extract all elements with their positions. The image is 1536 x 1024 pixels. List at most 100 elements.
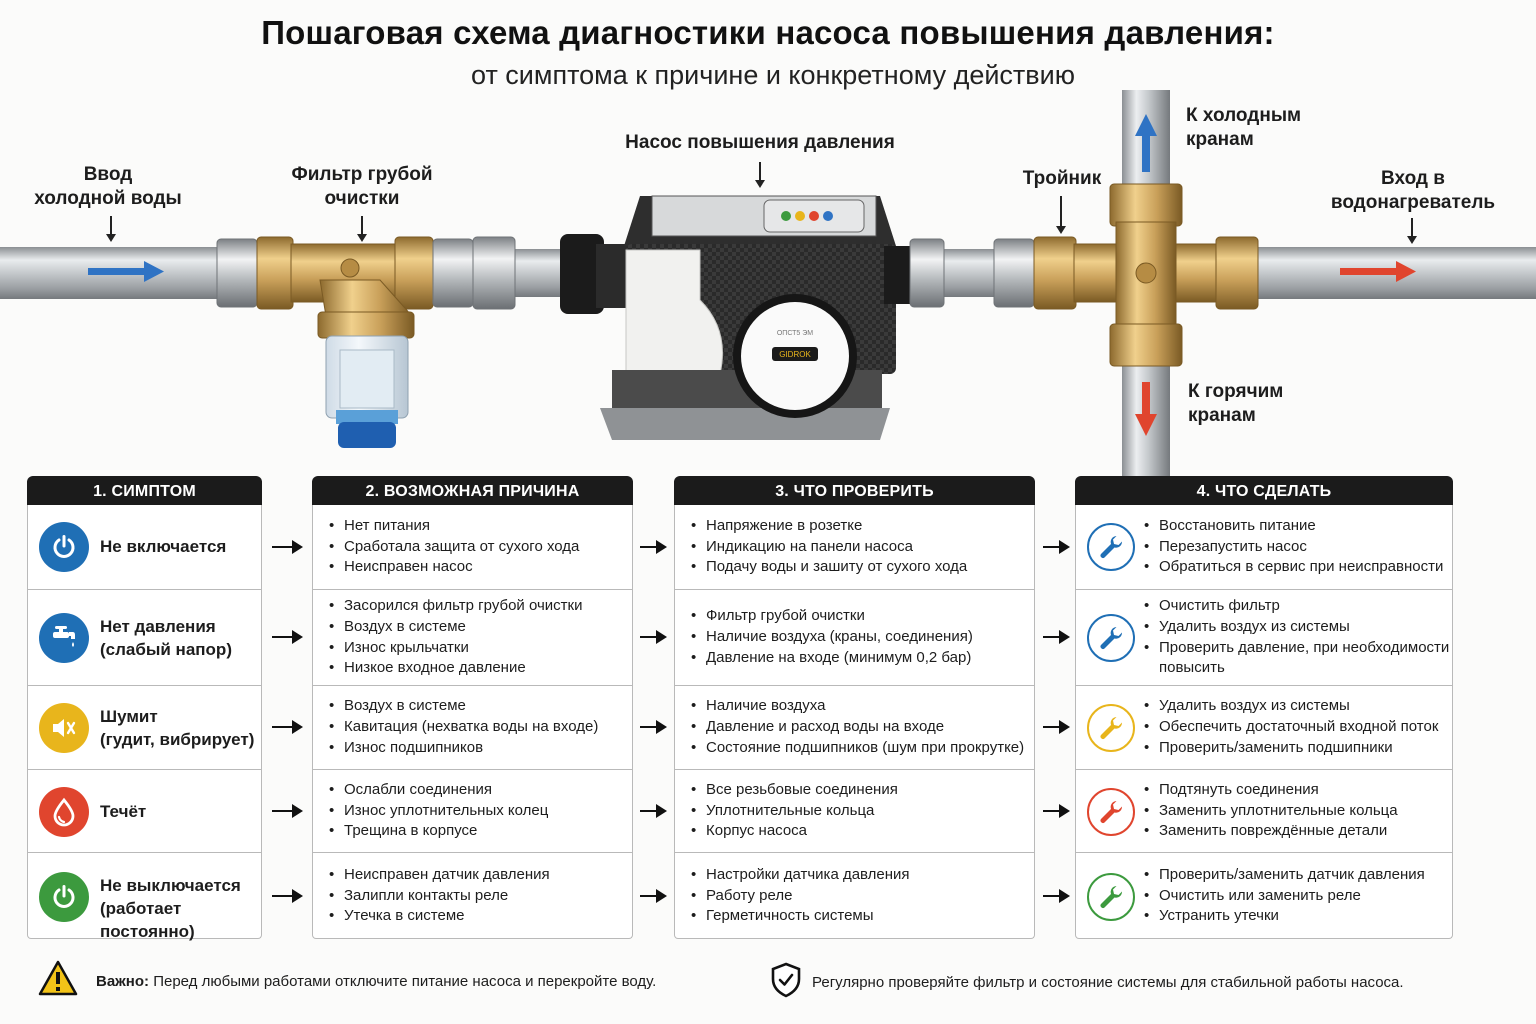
actions-item: Проверить/заменить датчик давления (1144, 865, 1425, 886)
causes-item: Кавитация (нехватка воды на входе) (329, 717, 598, 738)
causes-list: Засорился фильтр грубой очисткиВоздух в … (313, 596, 582, 679)
checks-item: Наличие воздуха (краны, соединения) (691, 627, 973, 648)
hot-flow-arrow (1135, 382, 1157, 436)
checks-item: Все резьбовые соединения (691, 780, 898, 801)
actions-item: Проверить/заменить подшипники (1144, 738, 1438, 759)
label-tee: Тройник (1022, 168, 1102, 189)
symptom-label: Нет давления (слабый напор) (100, 617, 232, 659)
symptom-cell: Нет давления (слабый напор) (28, 589, 261, 685)
checks-item: Индикацию на панели насоса (691, 537, 967, 558)
inlet-flow-arrow (88, 261, 164, 282)
wrench-icon (1087, 704, 1135, 752)
row-arrow (640, 720, 667, 734)
row-arrow (272, 888, 303, 903)
action-cell: Проверить/заменить датчик давленияОчисти… (1076, 852, 1452, 939)
action-cell: Подтянуть соединенияЗаменить уплотнитель… (1076, 769, 1452, 852)
page-subtitle: от симптома к причине и конкретному дейс… (471, 60, 1075, 90)
cause-cell: Нет питанияСработала защита от сухого хо… (313, 505, 632, 589)
actions-list: Удалить воздух из системыОбеспечить дост… (1076, 696, 1438, 758)
checks-item: Подачу воды и зашиту от сухого хода (691, 557, 967, 578)
cause-cell: Засорился фильтр грубой очисткиВоздух в … (313, 589, 632, 685)
checks-list: Наличие воздухаДавление и расход воды на… (675, 696, 1024, 758)
row-arrow (272, 540, 303, 554)
checks-item: Давление и расход воды на входе (691, 717, 1024, 738)
checks-item: Напряжение в розетке (691, 516, 967, 537)
symptom-label: Шумит (гудит, вибрирует) (100, 707, 255, 749)
column-header-cause: 2. ВОЗМОЖНАЯ ПРИЧИНА (312, 476, 633, 506)
checks-item: Уплотнительные кольца (691, 801, 898, 822)
symptom-label: Течёт (100, 801, 147, 821)
wrench-icon (1087, 614, 1135, 662)
warning-note: Важно: Перед любыми работами отключите п… (38, 960, 657, 996)
causes-item: Воздух в системе (329, 617, 582, 638)
label-heater: Вход в водонагреватель (1330, 168, 1496, 213)
check-cell: Настройки датчика давленияРаботу релеГер… (675, 852, 1034, 939)
actions-list: Проверить/заменить датчик давленияОчисти… (1076, 865, 1425, 927)
symptom-cell: Шумит (гудит, вибрирует) (28, 685, 261, 769)
actions-item: Удалить воздух из системы (1144, 617, 1452, 638)
causes-list: Неисправен датчик давленияЗалипли контак… (313, 865, 550, 927)
causes-list: Нет питанияСработала защита от сухого хо… (313, 516, 579, 578)
action-cell: Удалить воздух из системыОбеспечить дост… (1076, 685, 1452, 769)
causes-list: Ослабли соединенияИзнос уплотнительных к… (313, 780, 548, 842)
causes-item: Утечка в системе (329, 906, 550, 927)
pump-model: ОПСТ5 ЭМ (777, 330, 813, 337)
tip-text: Регулярно проверяйте фильтр и состояние … (812, 973, 1404, 991)
warning-text: Перед любыми работами отключите питание … (149, 972, 657, 990)
checks-list: Все резьбовые соединенияУплотнительные к… (675, 780, 898, 842)
row-arrow (1043, 720, 1070, 734)
warning-icon (38, 960, 78, 996)
power-icon (39, 871, 89, 922)
cause-cell: Воздух в системеКавитация (нехватка воды… (313, 685, 632, 769)
symptom-cell: Не выключается (работает постоянно) (28, 852, 261, 941)
row-arrow (272, 803, 303, 818)
actions-item: Устранить утечки (1144, 906, 1425, 927)
causes-item: Залипли контакты реле (329, 886, 550, 907)
heater-flow-arrow (1340, 261, 1416, 282)
checks-item: Герметичность системы (691, 906, 910, 927)
plumbing-scene: GIDROK ОПСТ5 ЭМ (0, 90, 1536, 480)
causes-item: Неисправен насос (329, 557, 579, 578)
causes-item: Износ крыльчатки (329, 638, 582, 659)
check-cell: Все резьбовые соединенияУплотнительные к… (675, 769, 1034, 852)
faucet-icon (39, 613, 89, 663)
label-filter: Фильтр грубой очистки (291, 164, 433, 209)
checks-list: Фильтр грубой очисткиНаличие воздуха (кр… (675, 606, 973, 668)
row-arrow (1043, 540, 1070, 554)
action-cell: Восстановить питаниеПерезапустить насосО… (1076, 505, 1452, 589)
actions-item: Заменить уплотнительные кольца (1144, 801, 1398, 822)
checks-list: Настройки датчика давленияРаботу релеГер… (675, 865, 910, 927)
label-inlet: Ввод холодной воды (34, 164, 182, 209)
checks-list: Напряжение в розеткеИндикацию на панели … (675, 516, 967, 578)
checks-item: Работу реле (691, 886, 910, 907)
actions-item: Обратиться в сервис при неисправности (1144, 557, 1443, 578)
check-cell: Наличие воздухаДавление и расход воды на… (675, 685, 1034, 769)
row-arrow (1043, 888, 1070, 903)
actions-list: Очистить фильтрУдалить воздух из системы… (1076, 596, 1452, 679)
causes-list: Воздух в системеКавитация (нехватка воды… (313, 696, 598, 758)
row-arrow (1043, 630, 1070, 644)
checks-item: Корпус насоса (691, 821, 898, 842)
pump-brand: GIDROK (779, 350, 811, 359)
causes-item: Засорился фильтр грубой очистки (329, 596, 582, 617)
actions-item: Очистить фильтр (1144, 596, 1452, 617)
action-column: Восстановить питаниеПерезапустить насосО… (1075, 505, 1453, 939)
checks-item: Давление на входе (минимум 0,2 бар) (691, 648, 973, 669)
warning-label: Важно: (96, 972, 150, 990)
wrench-icon (1087, 787, 1135, 836)
checks-item: Наличие воздуха (691, 696, 1024, 717)
causes-item: Низкое входное давление (329, 658, 582, 679)
symptom-label: Не выключается (работает постоянно) (100, 875, 241, 941)
label-cold-taps: К холодным кранам (1186, 105, 1302, 150)
power-icon (39, 522, 89, 572)
check-cell: Фильтр грубой очисткиНаличие воздуха (кр… (675, 589, 1034, 685)
row-arrow (640, 630, 667, 644)
wrench-icon (1087, 523, 1135, 571)
label-pump: Насос повышения давления (625, 132, 895, 153)
causes-item: Воздух в системе (329, 696, 598, 717)
cause-cell: Неисправен датчик давленияЗалипли контак… (313, 852, 632, 939)
column-header-symptom: 1. СИМПТОМ (27, 476, 262, 506)
speaker-icon (39, 703, 89, 753)
cold-flow-arrow (1135, 114, 1157, 172)
